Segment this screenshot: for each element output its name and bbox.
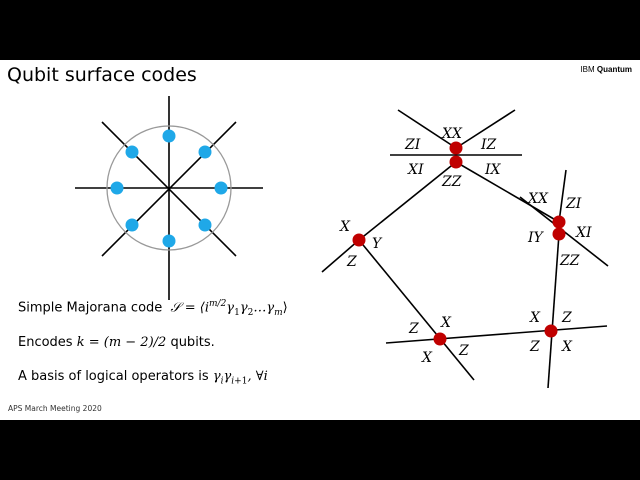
label-top-xx: XX (441, 126, 463, 142)
surface-graph-vertices (352, 141, 566, 346)
label-top-zi: ZI (404, 137, 421, 153)
brand-logo: IBM Quantum (580, 65, 632, 74)
majorana-dot (110, 181, 124, 195)
label-top-ix: IX (484, 162, 502, 178)
majorana-dot (214, 181, 228, 195)
math-gamma-1: γ (226, 300, 235, 316)
majorana-dot (162, 129, 176, 143)
label-top-zz: ZZ (441, 174, 462, 190)
text-encodes-prefix: Encodes (18, 335, 77, 350)
label-br-x: X (529, 310, 541, 326)
label-bl-x2: X (421, 350, 433, 366)
slide-footer: APS March Meeting 2020 (8, 404, 102, 413)
text-logical-prefix: A basis of logical operators is (18, 369, 213, 384)
majorana-dot (198, 218, 212, 232)
brand-quantum: Quantum (596, 65, 632, 74)
label-right-xi: XI (575, 225, 592, 241)
edge-bottom-horizontal (385, 325, 608, 344)
math-gamma-i: γ (212, 369, 221, 384)
majorana-dot (125, 145, 139, 159)
vertex-left (352, 233, 366, 247)
edge-top-to-right (455, 161, 560, 223)
label-left-y: Y (372, 236, 383, 252)
label-br-x2: X (561, 339, 573, 355)
vertex-right-a (552, 215, 566, 229)
math-k-formula: k = (m − 2)/2 (76, 335, 167, 350)
math-code-set: 𝒮 = ⟨i (170, 300, 209, 316)
label-top-xi: XI (407, 162, 424, 178)
operator-labels: XX ZI IZ XI ZZ IX XX ZI IY XI ZZ X Y Z Z… (339, 126, 592, 366)
majorana-dot (125, 218, 139, 232)
majorana-dots (110, 129, 228, 248)
diagram: XX ZI IZ XI ZZ IX XX ZI IY XI ZZ X Y Z Z… (75, 96, 609, 389)
vertex-top-a (449, 141, 463, 155)
text-majorana-label: Simple Majorana code (18, 300, 163, 316)
label-left-z: Z (346, 254, 357, 270)
label-right-xx: XX (527, 191, 549, 207)
label-br-z: Z (561, 310, 572, 326)
label-right-zi: ZI (565, 196, 582, 212)
label-bl-z2: Z (458, 343, 469, 359)
majorana-dot (162, 234, 176, 248)
edge-left-stub (321, 239, 360, 273)
slide-title: Qubit surface codes (7, 64, 197, 86)
majorana-circle (106, 125, 232, 251)
edge-right-up (558, 169, 567, 223)
brand-ibm: IBM (580, 65, 595, 74)
edge-top-left-arm (397, 109, 457, 149)
majorana-dot (198, 145, 212, 159)
math-exponent: m/2 (209, 299, 227, 309)
math-gamma-tail: …γ (253, 300, 275, 316)
label-bl-z: Z (408, 321, 419, 337)
text-logical-basis: A basis of logical operators is γiγi+1, … (18, 369, 268, 387)
text-majorana-code: Simple Majorana code 𝒮 = ⟨im/2γ1γ2…γm⟩ (18, 299, 288, 318)
vertex-top-b (449, 155, 463, 169)
label-right-zz: ZZ (559, 253, 580, 269)
vertex-right-b (552, 227, 566, 241)
slide: Qubit surface codes IBM Quantum (0, 60, 640, 420)
text-encodes: Encodes k = (m − 2)/2 qubits. (18, 335, 215, 350)
label-left-x: X (339, 219, 351, 235)
edge-top-right-arm (455, 109, 516, 149)
vertex-bottom-right (544, 324, 558, 338)
text-encodes-suffix: qubits. (166, 335, 215, 350)
label-bl-x: X (440, 315, 452, 331)
label-br-z2: Z (529, 339, 540, 355)
vertex-bottom-left (433, 332, 447, 346)
label-top-iz: IZ (480, 137, 497, 153)
edge-top-to-left (358, 161, 457, 241)
math-forall: , ∀i (247, 369, 268, 384)
edge-right-to-br (547, 233, 560, 389)
label-right-iy: IY (527, 230, 545, 246)
edge-left-to-bottom (358, 239, 475, 381)
